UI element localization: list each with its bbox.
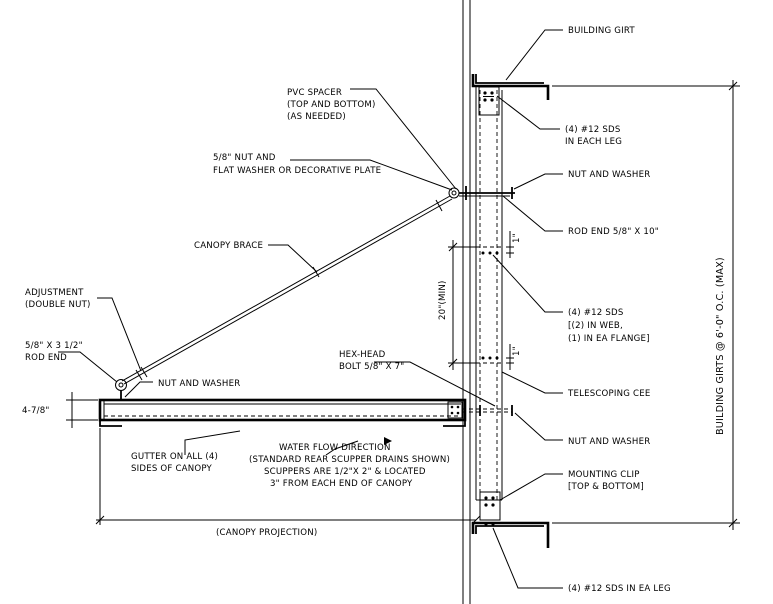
dim-canopy-projection bbox=[95, 428, 481, 525]
dim-20-min bbox=[448, 240, 476, 370]
label-rod-end-short: 5/8" X 3 1/2" bbox=[25, 341, 83, 351]
label-sds-each-leg-2: IN EACH LEG bbox=[565, 137, 622, 147]
label-dim-1-top: 1" bbox=[512, 233, 522, 243]
label-telescoping-cee: TELESCOPING CEE bbox=[567, 389, 651, 399]
label-dim-4-7-8: 4-7/8" bbox=[22, 406, 50, 416]
label-mounting-clip-2: [TOP & BOTTOM] bbox=[568, 482, 644, 492]
leader-lines bbox=[58, 29, 563, 589]
hex-head-bolt bbox=[462, 405, 513, 416]
telescoping-cee bbox=[475, 86, 503, 501]
label-girt-spacing: BUILDING GIRTS @ 6'-0" O.C. (MAX) bbox=[715, 257, 726, 435]
dim-girt-spacing bbox=[552, 80, 740, 530]
lower-rod-end bbox=[115, 379, 127, 400]
label-pvc-spacer-2: (TOP AND BOTTOM) bbox=[287, 100, 376, 110]
label-rod-end-10: ROD END 5/8" X 10" bbox=[568, 227, 659, 237]
label-sds-web-2: [(2) IN WEB, bbox=[568, 321, 623, 331]
top-building-girt bbox=[471, 74, 550, 100]
label-pvc-spacer-3: (AS NEEDED) bbox=[287, 112, 346, 122]
label-adjustment-2: (DOUBLE NUT) bbox=[25, 300, 91, 310]
bottom-building-girt bbox=[471, 521, 550, 548]
label-rod-end-short-2: ROD END bbox=[25, 353, 67, 363]
label-water-flow: WATER FLOW DIRECTION bbox=[279, 443, 391, 453]
water-flow-arrow bbox=[384, 437, 392, 445]
label-sds-web-3: (1) IN EA FLANGE] bbox=[568, 334, 650, 344]
label-gutter-2: SIDES OF CANOPY bbox=[131, 464, 213, 474]
label-canopy-projection: (CANOPY PROJECTION) bbox=[216, 528, 317, 538]
bottom-mounting-clip bbox=[479, 491, 501, 526]
label-sds-each-leg: (4) #12 SDS bbox=[565, 125, 621, 135]
web-screw-group bbox=[476, 246, 502, 364]
label-canopy-brace: CANOPY BRACE bbox=[194, 241, 263, 251]
label-water-flow-4: 3" FROM EACH END OF CANOPY bbox=[270, 479, 413, 489]
upper-rod-end bbox=[448, 186, 515, 200]
label-water-flow-3: SCUPPERS ARE 1/2"X 2" & LOCATED bbox=[264, 467, 426, 477]
label-nut-flat-washer: 5/8" NUT AND bbox=[213, 153, 276, 163]
label-gutter: GUTTER ON ALL (4) bbox=[131, 452, 218, 462]
label-pvc-spacer: PVC SPACER bbox=[287, 88, 342, 98]
label-sds-web: (4) #12 SDS bbox=[568, 308, 624, 318]
top-mounting-clip bbox=[478, 86, 500, 116]
dim-1-inch bbox=[506, 231, 514, 370]
label-mounting-clip: MOUNTING CLIP bbox=[568, 470, 640, 480]
label-dim-1-bottom: 1" bbox=[512, 346, 522, 356]
label-water-flow-2: (STANDARD REAR SCUPPER DRAINS SHOWN) bbox=[249, 455, 450, 465]
label-adjustment: ADJUSTMENT bbox=[25, 288, 84, 298]
label-nut-washer-left: NUT AND WASHER bbox=[158, 379, 240, 389]
canopy-brace bbox=[121, 195, 453, 385]
label-sds-bottom: (4) #12 SDS IN EA LEG bbox=[568, 584, 671, 594]
label-building-girt: BUILDING GIRT bbox=[568, 26, 635, 36]
label-dim-20: 20"(MIN) bbox=[438, 280, 448, 320]
label-nut-flat-washer-2: FLAT WASHER OR DECORATIVE PLATE bbox=[213, 166, 381, 176]
label-nut-washer-top: NUT AND WASHER bbox=[568, 170, 650, 180]
building-wall bbox=[462, 0, 471, 604]
dim-canopy-height bbox=[66, 392, 98, 428]
label-nut-washer-bolt: NUT AND WASHER bbox=[568, 437, 650, 447]
label-hex-head-2: BOLT 5/8" X 7" bbox=[339, 362, 404, 372]
label-hex-head: HEX-HEAD bbox=[339, 350, 386, 360]
canopy-body bbox=[98, 398, 467, 427]
